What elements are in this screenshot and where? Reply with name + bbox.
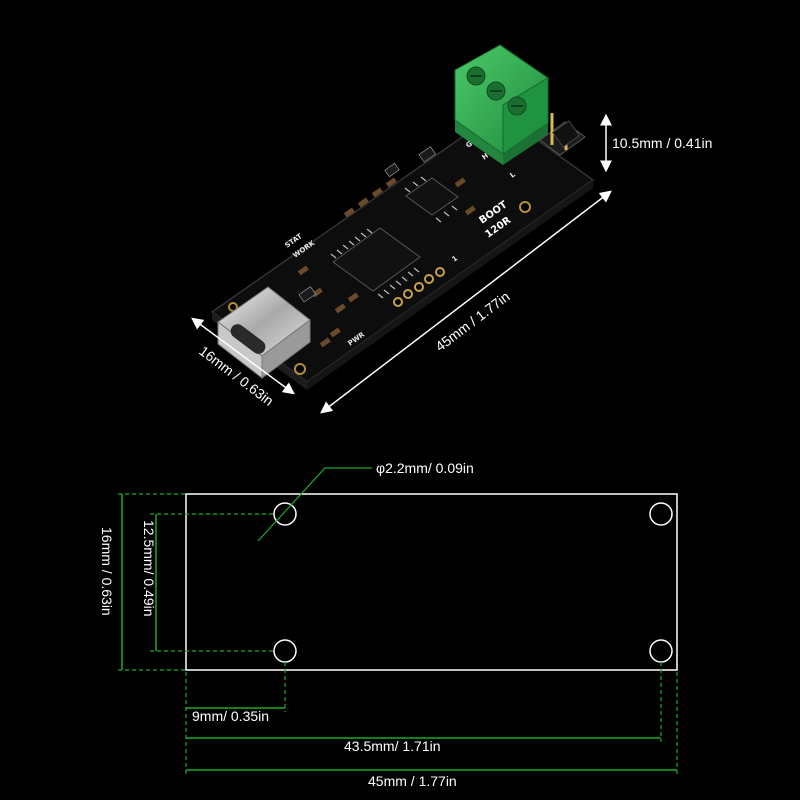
- technical-drawing: φ2.2mm/ 0.09in 16mm / 0.63in 12.5mm/ 0.4…: [99, 460, 678, 789]
- silkscreen-g: G: [465, 140, 475, 150]
- hole-icon: [273, 502, 297, 526]
- board-outline: [185, 493, 678, 671]
- hole-offset-label: 9mm/ 0.35in: [192, 708, 269, 724]
- height-label: 10.5mm / 0.41in: [612, 135, 712, 151]
- board-height-label: 16mm / 0.63in: [99, 527, 115, 616]
- mounting-hole-icon: [294, 363, 306, 375]
- hole-icon: [649, 639, 673, 663]
- screw-terminal-icon: [454, 44, 549, 165]
- mounting-hole-icon: [519, 201, 531, 213]
- width-arrow: [191, 317, 295, 395]
- hole-leader-line: [257, 467, 372, 542]
- silkscreen-l: L: [509, 170, 518, 179]
- hole-icon: [273, 639, 297, 663]
- board-length-label: 45mm / 1.77in: [368, 773, 457, 789]
- hole-spacing-v-label: 12.5mm/ 0.49in: [141, 520, 157, 617]
- length-arrow: [320, 190, 612, 414]
- hole-icon: [649, 502, 673, 526]
- board-photo: BOOT 120R WORK STAT PWR 1 L H G 10.5mm /…: [191, 44, 712, 414]
- hole-spacing-h-label: 43.5mm/ 1.71in: [344, 738, 441, 754]
- length-label: 45mm / 1.77in: [432, 288, 512, 354]
- hole-diameter-label: φ2.2mm/ 0.09in: [376, 460, 474, 476]
- silkscreen-h: H: [481, 152, 491, 162]
- jumper-header-icon: [539, 113, 586, 156]
